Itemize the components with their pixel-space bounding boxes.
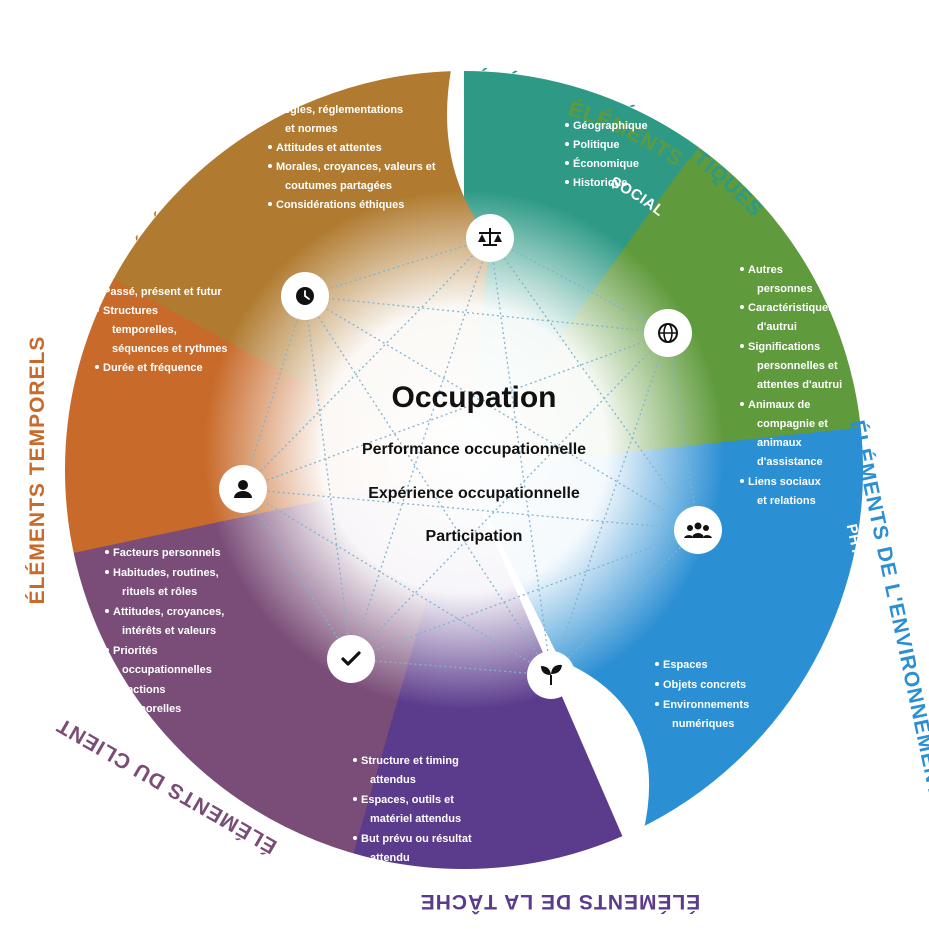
label-environnement-physique: ÉLÉMENTS DE L'ENVIRONNEMENT — [845, 418, 929, 799]
list-item: Morales, croyances, valeurs et — [276, 161, 436, 173]
list-item: d'assistance — [757, 456, 823, 468]
scales-icon — [466, 214, 514, 262]
list-item: Animaux de — [748, 399, 810, 411]
list-client: Facteurs personnels Habitudes, routines,… — [113, 547, 224, 715]
label-tache: ÉLÉMENTS DE LA TÂCHE — [420, 890, 701, 914]
list-item: intérêts et valeurs — [122, 625, 216, 637]
list-item: Passé, présent et futur — [103, 286, 222, 298]
list-item: temporelles, — [112, 324, 177, 336]
list-item: animaux — [757, 437, 803, 449]
list-item: Liens sociaux — [748, 476, 822, 488]
network-lines — [242, 237, 699, 676]
globe-icon — [644, 309, 692, 357]
list-item: coutumes partagées — [285, 180, 392, 192]
list-item: personnes — [757, 283, 813, 295]
center-line-experience: Expérience occupationnelle — [368, 485, 580, 502]
list-item: Priorités — [113, 645, 158, 657]
list-item: Espaces — [663, 659, 708, 671]
center-title: Occupation — [391, 381, 556, 414]
list-item: Structure et timing — [361, 755, 459, 767]
list-item: occupationnelles — [122, 664, 212, 676]
list-item: Considérations éthiques — [276, 199, 404, 211]
bullet-dots — [95, 107, 744, 840]
list-item: Durée et fréquence — [103, 362, 203, 374]
list-item: attendus — [370, 774, 416, 786]
group-icon — [674, 506, 722, 554]
list-item: Historique — [573, 177, 627, 189]
list-item: Géographique — [573, 120, 648, 132]
list-item: Économique — [573, 157, 639, 170]
list-temporels: Passé, présent et futur Structures tempo… — [103, 286, 228, 374]
list-item: Habitudes, routines, — [113, 567, 219, 579]
list-item: d'autrui — [757, 321, 797, 333]
list-item: et normes — [285, 123, 338, 135]
list-item: compagnie et — [757, 418, 828, 430]
list-item: numériques — [672, 718, 734, 730]
list-item: attentes d'autrui — [757, 379, 842, 391]
list-geopolitiques: Géographique Politique Économique Histor… — [573, 120, 648, 189]
list-item: Fonctions — [113, 684, 166, 696]
list-item: Règles, réglementations — [276, 104, 403, 116]
list-item: personnelles et — [757, 360, 838, 372]
list-item: et relations — [757, 495, 816, 507]
list-physique: Espaces Objets concrets Environnements n… — [663, 659, 749, 730]
person-icon — [219, 465, 267, 513]
list-item: Environnements — [663, 699, 749, 711]
list-socioculturels: Règles, réglementations et normes Attitu… — [276, 104, 436, 211]
list-item: Structures — [103, 305, 158, 317]
center-line-performance: Performance occupationnelle — [362, 441, 586, 458]
list-item: attendu — [370, 852, 410, 864]
list-item: Caractéristiques — [748, 302, 834, 314]
clock-icon — [281, 272, 329, 320]
list-item: But prévu ou résultat — [361, 833, 472, 845]
list-item: matériel attendus — [370, 813, 461, 825]
center-line-participation: Participation — [426, 528, 523, 545]
list-item: Autres — [748, 264, 783, 276]
list-social: Autres personnes Caractéristiques d'autr… — [748, 264, 842, 507]
list-item: Significations — [748, 341, 820, 353]
list-item: Facteurs personnels — [113, 547, 221, 559]
list-item: Espaces, outils et — [361, 794, 454, 806]
sector-group — [64, 70, 864, 870]
list-item: rituels et rôles — [122, 586, 197, 598]
list-item: séquences et rythmes — [112, 343, 228, 355]
list-item: Objets concrets — [663, 679, 746, 691]
list-tache: Structure et timing attendus Espaces, ou… — [361, 755, 472, 864]
checkmark-icon — [327, 635, 375, 683]
list-item: Politique — [573, 139, 619, 151]
label-temporels: ÉLÉMENTS TEMPORELS — [26, 336, 49, 605]
list-item: Attitudes, croyances, — [113, 606, 224, 618]
sprout-icon — [527, 651, 575, 699]
list-item: Attitudes et attentes — [276, 142, 382, 154]
list-item: corporelles — [122, 703, 181, 715]
